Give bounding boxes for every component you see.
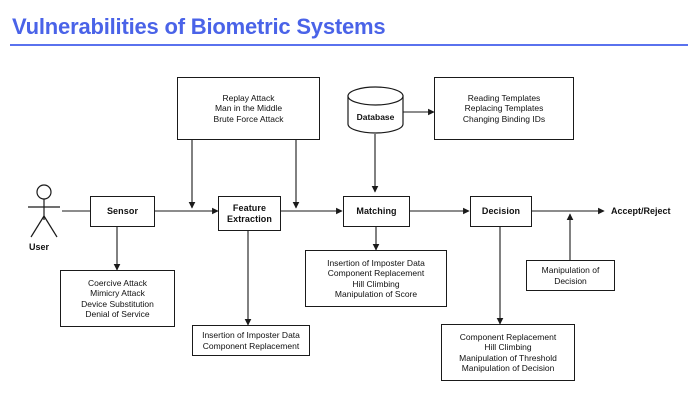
stage-sensor-label: Sensor [106,206,139,217]
note-line: Component Replacement [327,268,425,279]
note-line: Manipulation of Decision [461,362,555,373]
decision-attacks-note[interactable]: Component Replacement Hill Climbing Mani… [441,324,575,381]
note-line: Insertion of Imposter Data [327,257,425,268]
note-line: Changing Binding IDs [462,113,546,124]
database-label: Database [356,112,395,122]
note-line: Manipulation of Threshold [459,352,557,363]
output-accept-reject-label: Accept/Reject [611,206,671,216]
stage-decision[interactable]: Decision [470,196,532,227]
stage-feature-extraction-label-line1: Feature [232,202,267,213]
stage-feature-extraction[interactable]: Feature Extraction [218,196,281,231]
decision-manipulation-note[interactable]: Manipulation of Decision [526,260,615,291]
matching-attacks-note[interactable]: Insertion of Imposter Data Component Rep… [305,250,447,307]
stage-matching[interactable]: Matching [343,196,410,227]
actor-label: User [29,242,50,252]
feature-extraction-attacks-note[interactable]: Insertion of Imposter Data Component Rep… [192,325,310,356]
note-line: Manipulation of [541,265,600,276]
stage-sensor[interactable]: Sensor [90,196,155,227]
biometric-system-diagram: User Database Sensor Feature Extraction … [0,52,698,404]
note-line: Reading Templates [467,92,541,103]
note-line: Hill Climbing [484,342,532,353]
note-line: Brute Force Attack [213,113,284,124]
note-line: Mimicry Attack [90,288,145,299]
note-line: Insertion of Imposter Data [202,330,300,341]
note-line: Component Replacement [459,331,557,342]
channel-attacks-note[interactable]: Replay Attack Man in the Middle Brute Fo… [177,77,320,140]
stage-decision-label: Decision [481,206,521,217]
database-cylinder-icon [347,86,404,134]
note-line: Decision [554,275,587,286]
database-attacks-note[interactable]: Reading Templates Replacing Templates Ch… [434,77,574,140]
note-line: Replay Attack [222,92,275,103]
note-line: Replacing Templates [464,103,544,114]
connector-layer [28,86,605,326]
stick-figure-person-icon [28,184,60,238]
note-line: Denial of Service [85,308,150,319]
note-line: Coercive Attack [87,277,148,288]
note-line: Hill Climbing [352,278,400,289]
sensor-attacks-note[interactable]: Coercive Attack Mimicry Attack Device Su… [60,270,175,327]
note-line: Device Substitution [81,298,154,309]
page-title: Vulnerabilities of Biometric Systems [12,14,386,39]
stage-feature-extraction-label-line2: Extraction [226,213,272,224]
note-line: Manipulation of Score [334,288,418,299]
note-line: Component Replacement [202,340,300,351]
note-line: Man in the Middle [214,103,283,114]
title-underline-rule [10,44,688,46]
stage-matching-label: Matching [356,206,397,217]
